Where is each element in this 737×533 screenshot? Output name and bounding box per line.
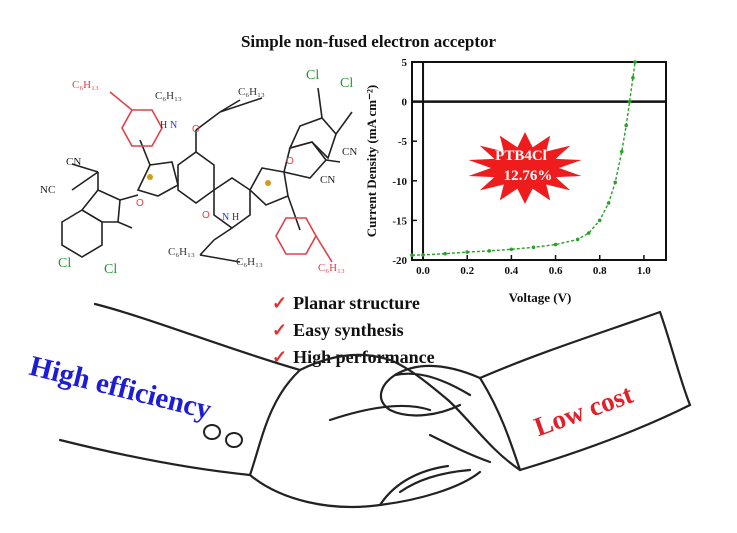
data-point [620,149,624,154]
oxygen-right-label: O [286,156,294,167]
x-tick-label: 0.8 [593,265,607,277]
hydrogen-label: H [232,212,240,223]
y-axis-label: Current Density (mA cm⁻²) [364,85,379,237]
y-tick-label: -10 [392,176,407,188]
data-point [633,60,637,64]
sidechain-label: C₆H₁₃ [318,262,345,274]
cyano-label: CN [320,174,336,186]
oxygen-upper-label: O [192,124,200,135]
nitrogen-label: N [222,212,230,223]
y-tick-label: -5 [398,136,408,148]
right-thiophene-ring [249,167,289,206]
cyano-label: CN [342,146,358,158]
data-point [531,245,536,250]
data-point [443,251,447,256]
x-axis-label: Voltage (V) [509,290,572,305]
right-hand-outline [379,364,482,417]
x-tick-label: 0.0 [416,265,430,277]
sidechain-label: C₆H₁₃ [168,246,195,258]
data-point [410,253,414,257]
left-thiophene-ring [136,161,179,197]
sidechain-label: C₆H₁₃ [236,256,263,268]
data-point [465,250,470,254]
data-point [624,123,628,128]
data-point [575,237,580,242]
cyano-label: NC [40,184,56,196]
left-sleeve-outline [93,302,302,372]
x-tick-label: 0.4 [505,265,519,277]
data-point [631,76,635,80]
feature-item: ✓Planar structure [272,293,420,313]
sidechain-label: C₆H₁₃ [155,90,182,102]
y-tick-label: 5 [402,57,408,69]
cyano-label: CN [66,156,82,168]
button-icon [203,424,221,440]
efficiency-starburst [468,132,582,204]
y-tick-label: -20 [392,255,407,267]
feature-item: ✓Easy synthesis [272,320,404,340]
y-tick-label: -15 [392,215,407,227]
sidechain-label: C₆H₁₃ [72,79,99,91]
y-tick-label: 0 [402,97,408,109]
oxygen-lower-label: O [202,210,210,221]
central-benzene-lower [213,177,251,229]
check-icon: ✓ [272,320,288,340]
oxygen-left-label: O [136,198,144,209]
x-tick-label: 0.2 [460,265,474,277]
data-point [597,218,602,223]
annotation-device: PTB4Cl [495,148,547,164]
right-five-ring [283,141,328,179]
chlorine-label: Cl [340,76,354,91]
check-icon: ✓ [272,293,288,313]
chlorine-label: Cl [104,262,118,277]
data-point [586,231,591,235]
right-sleeve-outline [478,310,662,380]
figure-title: Simple non-fused electron acceptor [240,32,497,51]
data-point [613,180,617,185]
chlorine-label: Cl [58,256,72,271]
annotation-efficiency: 12.76% [504,168,553,184]
plot-frame [411,61,667,261]
nitrogen-label: N [170,120,178,131]
data-point [606,201,611,205]
x-tick-label: 1.0 [637,265,651,277]
cufflink-buttons [203,424,243,448]
x-tick-label: 0.6 [549,265,563,277]
data-point [421,253,425,257]
data-point [627,99,632,104]
data-point [487,249,492,253]
sidechain-label: C₆H₁₃ [238,86,265,98]
chlorine-label: Cl [306,68,320,83]
jv-series-line [411,61,636,256]
left-hand-outline [298,353,450,402]
data-point [509,247,514,252]
left-five-ring [80,189,121,223]
data-point [553,242,558,247]
button-icon [225,432,243,448]
hydrogen-label: H [160,120,168,131]
